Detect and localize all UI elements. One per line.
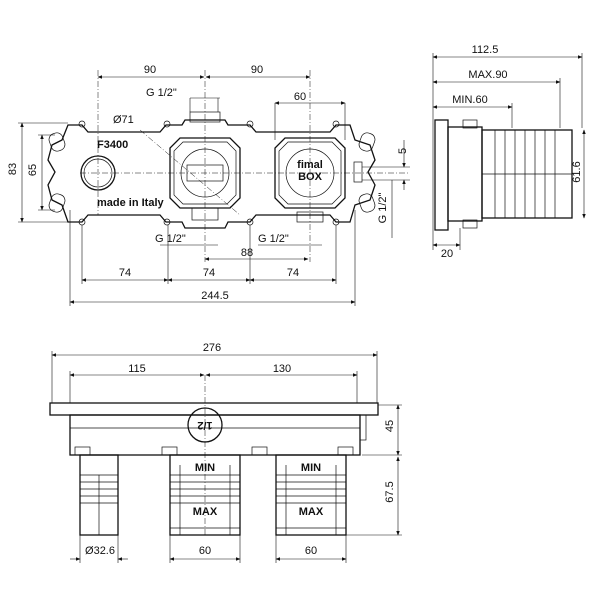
dim-outlet-bottom-right: G 1/2"	[258, 233, 289, 245]
dim-outlet-side: G 1/2"	[377, 193, 389, 224]
dim-box-60-1: 60	[199, 545, 211, 557]
dim-extension-67-5: 67.5	[384, 481, 396, 502]
dim-outlet-bottom-left: G 1/2"	[155, 233, 186, 245]
brand-label-top: fimal	[297, 159, 323, 171]
model-label: F3400	[97, 139, 128, 151]
top-dimensions: 90 90 G 1/2" Ø71 60 83 65 5 G 1/2" G 1/2…	[7, 64, 410, 306]
valve-box-right: fimal BOX	[274, 137, 363, 223]
dim-max-90: MAX.90	[468, 69, 507, 81]
dim-left-115: 115	[128, 363, 146, 375]
dim-inlet-top: G 1/2"	[146, 87, 177, 99]
dim-overall-276: 276	[203, 342, 221, 354]
dim-outlet-spacing-88: 88	[241, 247, 253, 259]
dim-90-left: 90	[144, 64, 156, 76]
dim-plate-20: 20	[441, 248, 453, 260]
dim-box-60-2: 60	[305, 545, 317, 557]
dim-hole-74-2: 74	[203, 267, 215, 279]
made-in-label: made in Italy	[97, 197, 165, 209]
top-view: fimal BOX F3400 made in Italy 90 90 G 1/…	[7, 64, 410, 306]
dim-hole-74-3: 74	[287, 267, 299, 279]
dim-90-right: 90	[251, 64, 263, 76]
pipe-left	[79, 454, 119, 536]
extension-box-2: MIN MAX	[275, 454, 347, 536]
dim-diameter-71: Ø71	[113, 114, 134, 126]
dim-right-130: 130	[273, 363, 291, 375]
dim-min-60: MIN.60	[452, 94, 487, 106]
dim-height-65: 65	[27, 164, 39, 176]
bottom-view: 1/2 MIN MAX MIN MAX 276 115 130 4	[49, 342, 402, 563]
dim-width-244-5: 244.5	[201, 290, 229, 302]
brand-label-bottom: BOX	[298, 171, 323, 183]
mounting-plate	[47, 119, 376, 229]
dim-pipe-diameter: Ø32.6	[85, 545, 115, 557]
dim-height-61-6: 61.6	[571, 161, 583, 182]
min-label-2: MIN	[301, 462, 321, 474]
dim-box-60: 60	[294, 91, 306, 103]
max-label-2: MAX	[299, 506, 324, 518]
side-view: 112.5 MAX.90 MIN.60 61.6 20	[432, 44, 586, 260]
dim-hole-74-1: 74	[119, 267, 131, 279]
dim-depth-45: 45	[384, 420, 396, 432]
dim-height-83: 83	[7, 163, 19, 175]
dim-offset-5: 5	[397, 148, 409, 154]
max-label-1: MAX	[193, 506, 218, 518]
dim-overall-112-5: 112.5	[472, 44, 499, 56]
